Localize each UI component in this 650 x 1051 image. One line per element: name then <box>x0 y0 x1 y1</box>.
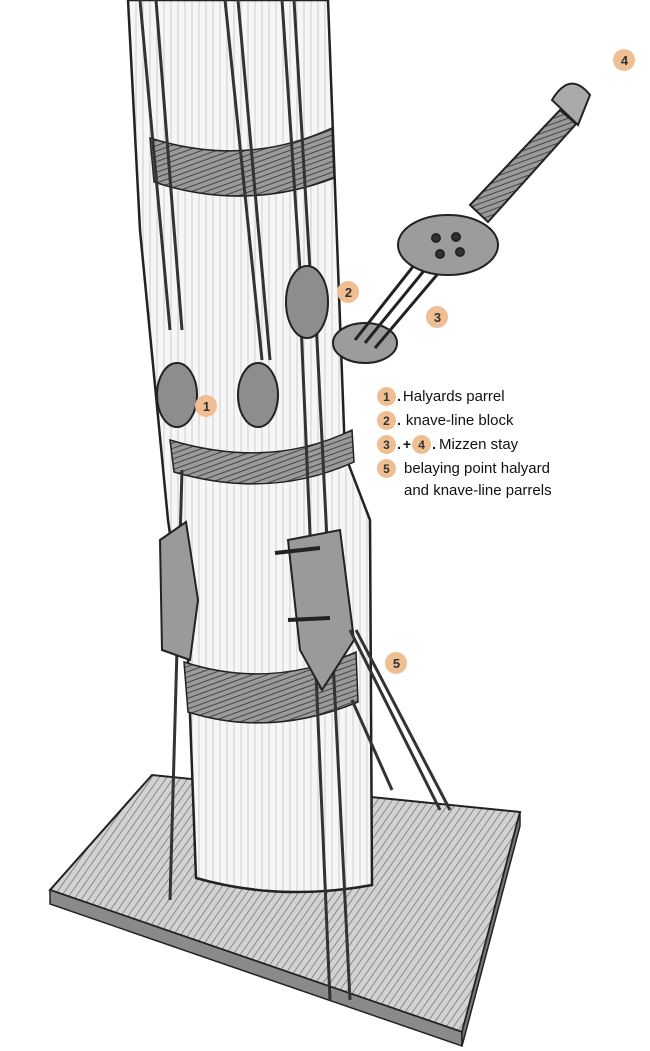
legend-badge-4: 4 <box>412 435 432 454</box>
legend-label: Mizzen stay <box>438 436 519 453</box>
legend-sep: . <box>397 436 401 452</box>
legend-label: knave-line block <box>405 412 514 429</box>
callout-4: 4 <box>620 53 629 68</box>
legend-badge-1: 1 <box>377 387 396 406</box>
legend-item-halyards-parrel: 1 . Halyards parrel <box>377 387 647 409</box>
legend-item-knave-line-block: 2 . knave-line block <box>377 411 647 433</box>
legend-sep: . <box>397 412 401 428</box>
callout-3: 3 <box>433 310 442 325</box>
legend-label-continued: and knave-line parrels <box>404 482 552 499</box>
callout-2: 2 <box>344 285 353 300</box>
callout-5: 5 <box>392 656 401 671</box>
legend-badge-5: 5 <box>377 459 396 478</box>
callout-badges <box>195 49 635 674</box>
legend: 1 . Halyards parrel 2 . knave-line block… <box>377 387 647 500</box>
legend-sep: . <box>397 388 401 404</box>
legend-label: Halyards parrel <box>402 388 505 405</box>
legend-badge-3: 3 <box>377 435 396 454</box>
halyard-blocks <box>156 265 329 428</box>
legend-badge-2: 2 <box>377 411 396 430</box>
legend-item-belaying-point: 5 belaying point halyard <box>377 459 647 481</box>
belaying-cleat <box>158 520 356 692</box>
lower-lines <box>348 629 452 811</box>
legend-sep: . <box>432 436 436 452</box>
deck-platform <box>48 773 522 1048</box>
mizzen-stay <box>332 82 592 364</box>
legend-plus: + <box>402 436 412 452</box>
legend-label: belaying point halyard <box>404 460 550 477</box>
legend-item-mizzen-stay: 3 . + 4 . Mizzen stay <box>377 435 647 457</box>
callout-1: 1 <box>202 399 211 414</box>
